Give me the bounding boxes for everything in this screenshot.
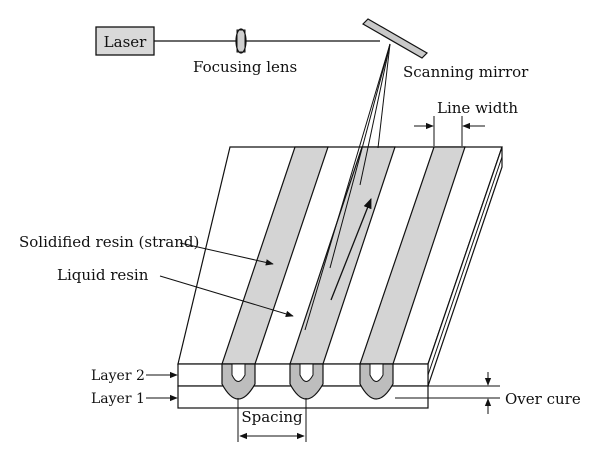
scan-beam-2 bbox=[329, 43, 391, 269]
cure-core-3 bbox=[369, 363, 384, 382]
laser-label: Laser bbox=[104, 33, 147, 51]
scan-beam-4 bbox=[377, 43, 391, 149]
scanning-mirror-label: Scanning mirror bbox=[403, 63, 529, 81]
over-cure-label: Over cure bbox=[505, 390, 581, 408]
line-width-label: Line width bbox=[437, 99, 518, 117]
layer-boundary-side bbox=[427, 156, 503, 376]
scanning-mirror bbox=[362, 18, 428, 59]
cure-core-1 bbox=[231, 363, 246, 382]
scan-beams bbox=[304, 43, 391, 331]
liquid-resin-label: Liquid resin bbox=[57, 266, 149, 284]
layer-1-label: Layer 1 bbox=[91, 391, 145, 407]
layer-2-label: Layer 2 bbox=[91, 368, 145, 384]
scan-beam-1 bbox=[304, 43, 391, 331]
scan-beam-3 bbox=[359, 43, 391, 186]
cure-core-2 bbox=[299, 363, 314, 382]
focusing-lens-label: Focusing lens bbox=[193, 58, 297, 76]
scan-direction-arrow bbox=[330, 198, 372, 301]
cure-profiles bbox=[221, 363, 394, 400]
spacing-label: Spacing bbox=[241, 408, 303, 426]
laser-source: Laser bbox=[95, 26, 155, 56]
focusing-lens bbox=[235, 28, 247, 54]
solidified-resin-label: Solidified resin (strand) bbox=[19, 233, 199, 251]
solidified-resin-pointer bbox=[179, 242, 274, 266]
liquid-resin-pointer bbox=[159, 275, 294, 317]
